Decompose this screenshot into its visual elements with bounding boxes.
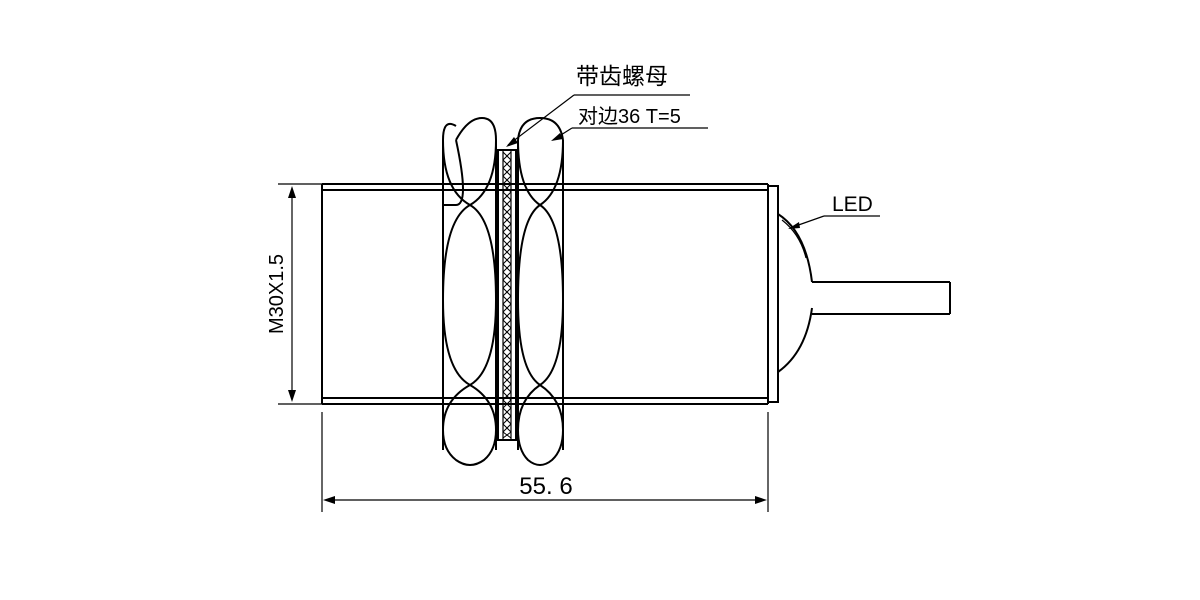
knurl-line <box>502 263 512 273</box>
knurl-line <box>502 247 512 257</box>
knurl-line <box>502 303 512 313</box>
knurl-line <box>502 319 512 329</box>
washer-knurl <box>502 151 512 439</box>
knurl-line <box>502 415 512 425</box>
length-label: 55. 6 <box>519 473 572 500</box>
cable <box>812 281 951 315</box>
nut-left <box>441 116 498 466</box>
knurl-line <box>502 423 512 433</box>
knurl-line <box>502 351 512 361</box>
knurl-line <box>502 399 512 409</box>
length-dimension: 55. 6 <box>321 412 769 512</box>
toothed-washer <box>497 149 517 441</box>
knurl-line <box>502 255 512 265</box>
nut-title-label: 带齿螺母 <box>576 63 668 89</box>
led-leader: LED <box>788 193 880 229</box>
knurl-line <box>502 279 512 289</box>
knurl-line <box>502 375 512 385</box>
knurl-line <box>502 383 512 393</box>
knurl-line <box>502 191 512 201</box>
knurl-line <box>502 335 512 345</box>
nut-right <box>516 116 565 466</box>
nut-leader: 带齿螺母 对边36 T=5 <box>506 63 708 147</box>
knurl-line <box>502 215 512 225</box>
knurl-line <box>502 207 512 217</box>
knurl-line <box>502 175 512 185</box>
knurl-line <box>502 391 512 401</box>
knurl-line <box>502 239 512 249</box>
knurl-line <box>502 271 512 281</box>
knurl-line <box>502 199 512 209</box>
knurl-line <box>502 151 512 161</box>
led-label: LED <box>832 193 873 216</box>
knurl-line <box>502 431 512 439</box>
knurl-line <box>502 343 512 353</box>
thread-label: M30X1.5 <box>266 254 288 334</box>
knurl-line <box>502 167 512 177</box>
nut-spec-label: 对边36 T=5 <box>578 105 681 128</box>
knurl-line <box>502 183 512 193</box>
knurl-line <box>502 407 512 417</box>
led-dome <box>777 213 813 373</box>
rear-cap <box>767 185 779 403</box>
knurl-line <box>502 359 512 369</box>
knurl-line <box>502 287 512 297</box>
knurl-line <box>502 159 512 169</box>
knurl-line <box>502 295 512 305</box>
knurl-line <box>502 311 512 321</box>
knurl-line <box>502 231 512 241</box>
knurl-line <box>502 367 512 377</box>
thread-dimension: M30X1.5 <box>266 183 322 405</box>
knurl-line <box>502 327 512 337</box>
knurl-line <box>502 223 512 233</box>
sensor-body <box>321 183 769 405</box>
